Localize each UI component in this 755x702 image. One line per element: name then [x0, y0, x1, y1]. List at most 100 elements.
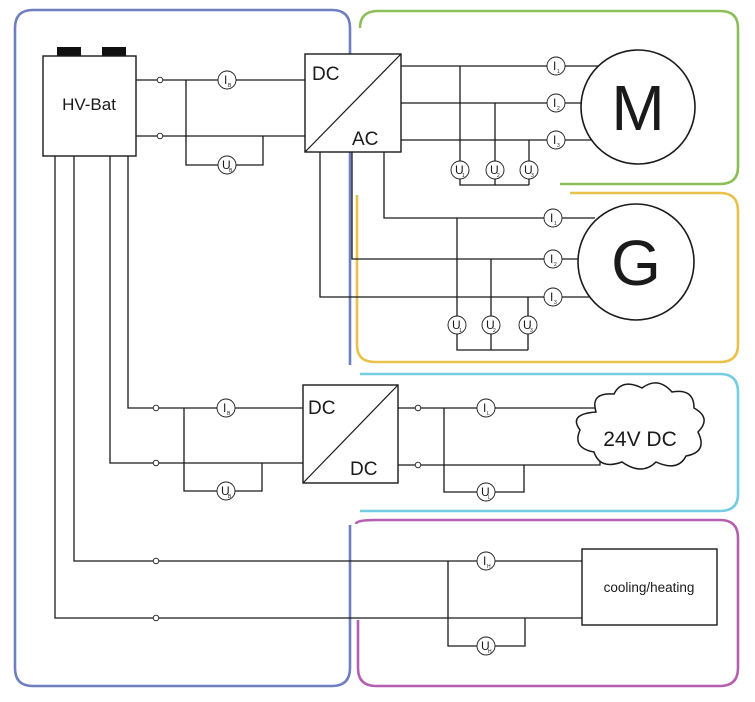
- wire-bat-heat-neg: [54, 156, 582, 619]
- meter-subscript: H: [488, 649, 492, 655]
- voltage-meter: U 1: [450, 160, 470, 180]
- inverter-diagonal: [304, 53, 402, 153]
- meter-subscript: 3: [554, 300, 557, 306]
- generator-symbol: G: [611, 227, 661, 299]
- dcdc-region: [360, 372, 740, 513]
- meter-subscript: 2: [554, 262, 557, 268]
- meter-subscript: 2: [557, 106, 560, 112]
- meter-symbol: U: [486, 318, 495, 332]
- meter-subscript: B: [229, 168, 233, 174]
- terminal-node: [152, 557, 160, 565]
- meter-subscript: H: [487, 564, 491, 570]
- terminal-node: [152, 459, 160, 467]
- current-meter: I H: [476, 551, 496, 571]
- current-meter: I B: [216, 398, 236, 418]
- meter-symbol: I: [483, 554, 486, 568]
- meter-symbol: I: [550, 252, 553, 266]
- terminal-node: [156, 76, 164, 84]
- generator-region: [355, 191, 740, 364]
- motor-region: [358, 9, 740, 186]
- voltage-meter: U 2: [481, 315, 501, 335]
- wire-dcdc-out-neg: [398, 455, 601, 466]
- meter-symbol: U: [523, 318, 532, 332]
- voltage-meter: U B: [216, 481, 236, 501]
- terminal-node: [152, 404, 160, 412]
- wire-heat-voltage-tap: [447, 561, 526, 647]
- meter-subscript: L: [488, 495, 491, 501]
- terminal-node: [414, 404, 422, 412]
- meter-symbol: I: [223, 401, 226, 415]
- motor-symbol: M: [611, 72, 664, 144]
- inverter-input-label: DC: [312, 64, 339, 85]
- current-meter: I 3: [543, 287, 563, 307]
- meter-subscript: B: [227, 411, 231, 417]
- meter-subscript: 3: [530, 328, 533, 334]
- meter-subscript: 1: [462, 173, 465, 179]
- voltage-meter: U L: [476, 482, 496, 502]
- load-24v-cloud: [575, 382, 705, 470]
- meter-symbol: U: [455, 163, 464, 177]
- current-meter: I 2: [543, 249, 563, 269]
- inverter-output-label: AC: [352, 129, 378, 150]
- voltage-meter: U 1: [447, 315, 467, 335]
- current-meter: I 3: [546, 130, 566, 150]
- wire-dcdc-in-voltage-tap: [183, 408, 263, 492]
- meter-symbol: I: [483, 401, 486, 415]
- battery-region: [13, 8, 352, 688]
- meter-symbol: U: [481, 485, 490, 499]
- meter-symbol: U: [221, 484, 230, 498]
- meter-symbol: I: [553, 59, 556, 73]
- meter-symbol: U: [452, 318, 461, 332]
- voltage-meter: U H: [476, 636, 496, 656]
- meter-subscript: L: [487, 411, 490, 417]
- meter-symbol: I: [553, 133, 556, 147]
- meter-subscript: 1: [557, 69, 560, 75]
- wire-bat-dcdc-pos: [127, 156, 303, 409]
- meter-subscript: B: [228, 83, 232, 89]
- battery-label: HV-Bat: [62, 95, 116, 114]
- wire-gen-phase-1: [383, 152, 595, 219]
- meter-subscript: 2: [493, 328, 496, 334]
- current-meter: I 2: [546, 93, 566, 113]
- meter-subscript: 1: [459, 328, 462, 334]
- heating-box: [581, 548, 718, 626]
- meter-symbol: I: [550, 211, 553, 225]
- current-meter: I L: [476, 398, 496, 418]
- meter-symbol: I: [550, 290, 553, 304]
- meter-symbol: U: [524, 163, 533, 177]
- current-meter: I 1: [543, 208, 563, 228]
- terminal-node: [414, 461, 422, 469]
- load-24v-label: 24V DC: [603, 428, 677, 451]
- meter-symbol: U: [490, 163, 499, 177]
- motor-circle: [580, 49, 696, 165]
- meter-symbol: U: [222, 158, 231, 172]
- terminal-node: [152, 614, 160, 622]
- wire-gen-phase-2: [351, 152, 590, 260]
- wire-bat-heat-pos: [73, 156, 582, 562]
- battery-terminal-right: [102, 47, 126, 57]
- converter-output-label: DC: [350, 459, 377, 480]
- heating-label: cooling/heating: [604, 580, 695, 595]
- wire-gen-phase-3: [319, 152, 598, 298]
- meter-subscript: 3: [531, 173, 534, 179]
- meter-subscript: 2: [497, 173, 500, 179]
- converter-input-label: DC: [308, 398, 335, 419]
- voltage-meter: U 3: [519, 160, 539, 180]
- current-meter: I B: [217, 70, 237, 90]
- voltage-meter: U 2: [485, 160, 505, 180]
- meter-subscript: B: [228, 494, 232, 500]
- meter-subscript: 1: [554, 221, 557, 227]
- converter-diagonal: [302, 384, 399, 484]
- battery-terminal-left: [57, 47, 81, 57]
- heating-region: [354, 518, 740, 688]
- battery-box: [42, 55, 137, 157]
- wire-inverter-voltage-tap: [185, 80, 264, 166]
- terminal-node: [156, 132, 164, 140]
- meter-symbol: U: [481, 639, 490, 653]
- meter-symbol: I: [224, 73, 227, 87]
- voltage-meter: U B: [217, 155, 237, 175]
- voltage-meter: U 3: [518, 315, 538, 335]
- generator-circle: [577, 203, 695, 321]
- wire-dcdc-out-voltage-tap: [443, 408, 525, 493]
